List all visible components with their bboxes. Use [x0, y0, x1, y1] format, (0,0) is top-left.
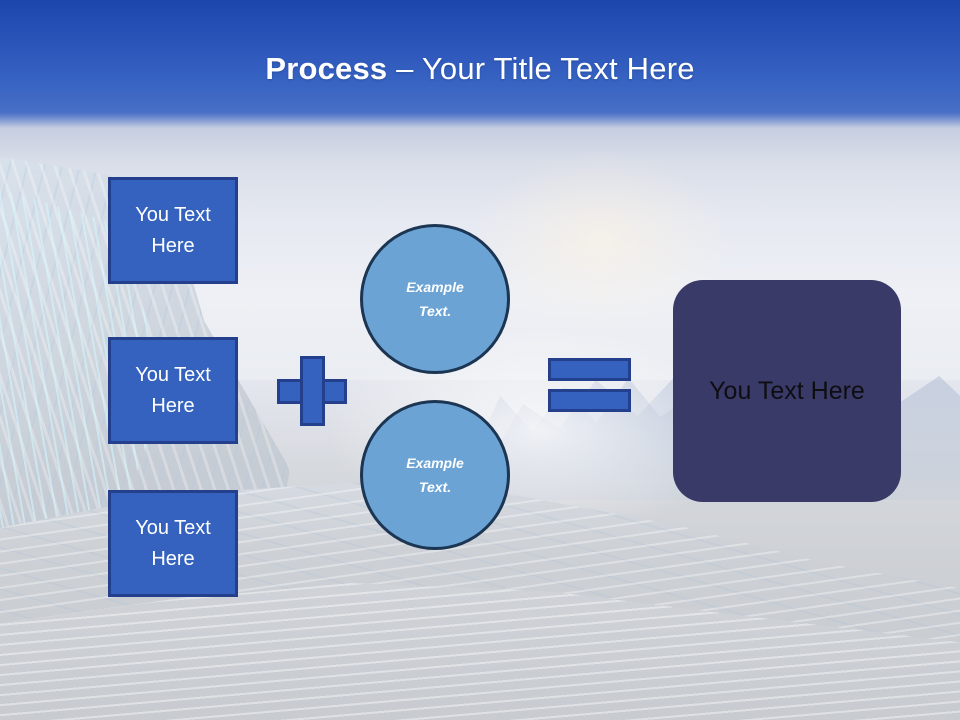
equals-icon: [548, 358, 631, 412]
plus-icon: [277, 356, 347, 426]
input-box-1-label: You Text Here: [135, 203, 211, 257]
input-box-2-label: You Text Here: [135, 363, 211, 417]
input-box-3-label: You Text Here: [135, 516, 211, 570]
plus-icon-center: [303, 382, 322, 401]
example-circle-2-line1: Example: [406, 455, 464, 471]
equals-icon-top-bar: [548, 358, 631, 381]
slide-title: Process – Your Title Text Here: [0, 50, 960, 88]
example-circle-2[interactable]: Example Text.: [360, 400, 510, 550]
equals-icon-bottom-bar: [548, 389, 631, 412]
input-box-2[interactable]: You Text Here: [108, 337, 238, 444]
example-circle-1-line1: Example: [406, 279, 464, 295]
header-band: [0, 0, 960, 128]
slide-title-strong: Process: [265, 51, 388, 86]
result-box-label: You Text Here: [709, 376, 865, 405]
example-circle-1-line2: Text.: [418, 303, 452, 319]
input-box-1[interactable]: You Text Here: [108, 177, 238, 284]
example-circle-1[interactable]: Example Text.: [360, 224, 510, 374]
result-box[interactable]: You Text Here: [673, 280, 901, 502]
slide-title-rest: – Your Title Text Here: [387, 51, 695, 86]
input-box-3[interactable]: You Text Here: [108, 490, 238, 597]
example-circle-2-line2: Text.: [418, 479, 452, 495]
